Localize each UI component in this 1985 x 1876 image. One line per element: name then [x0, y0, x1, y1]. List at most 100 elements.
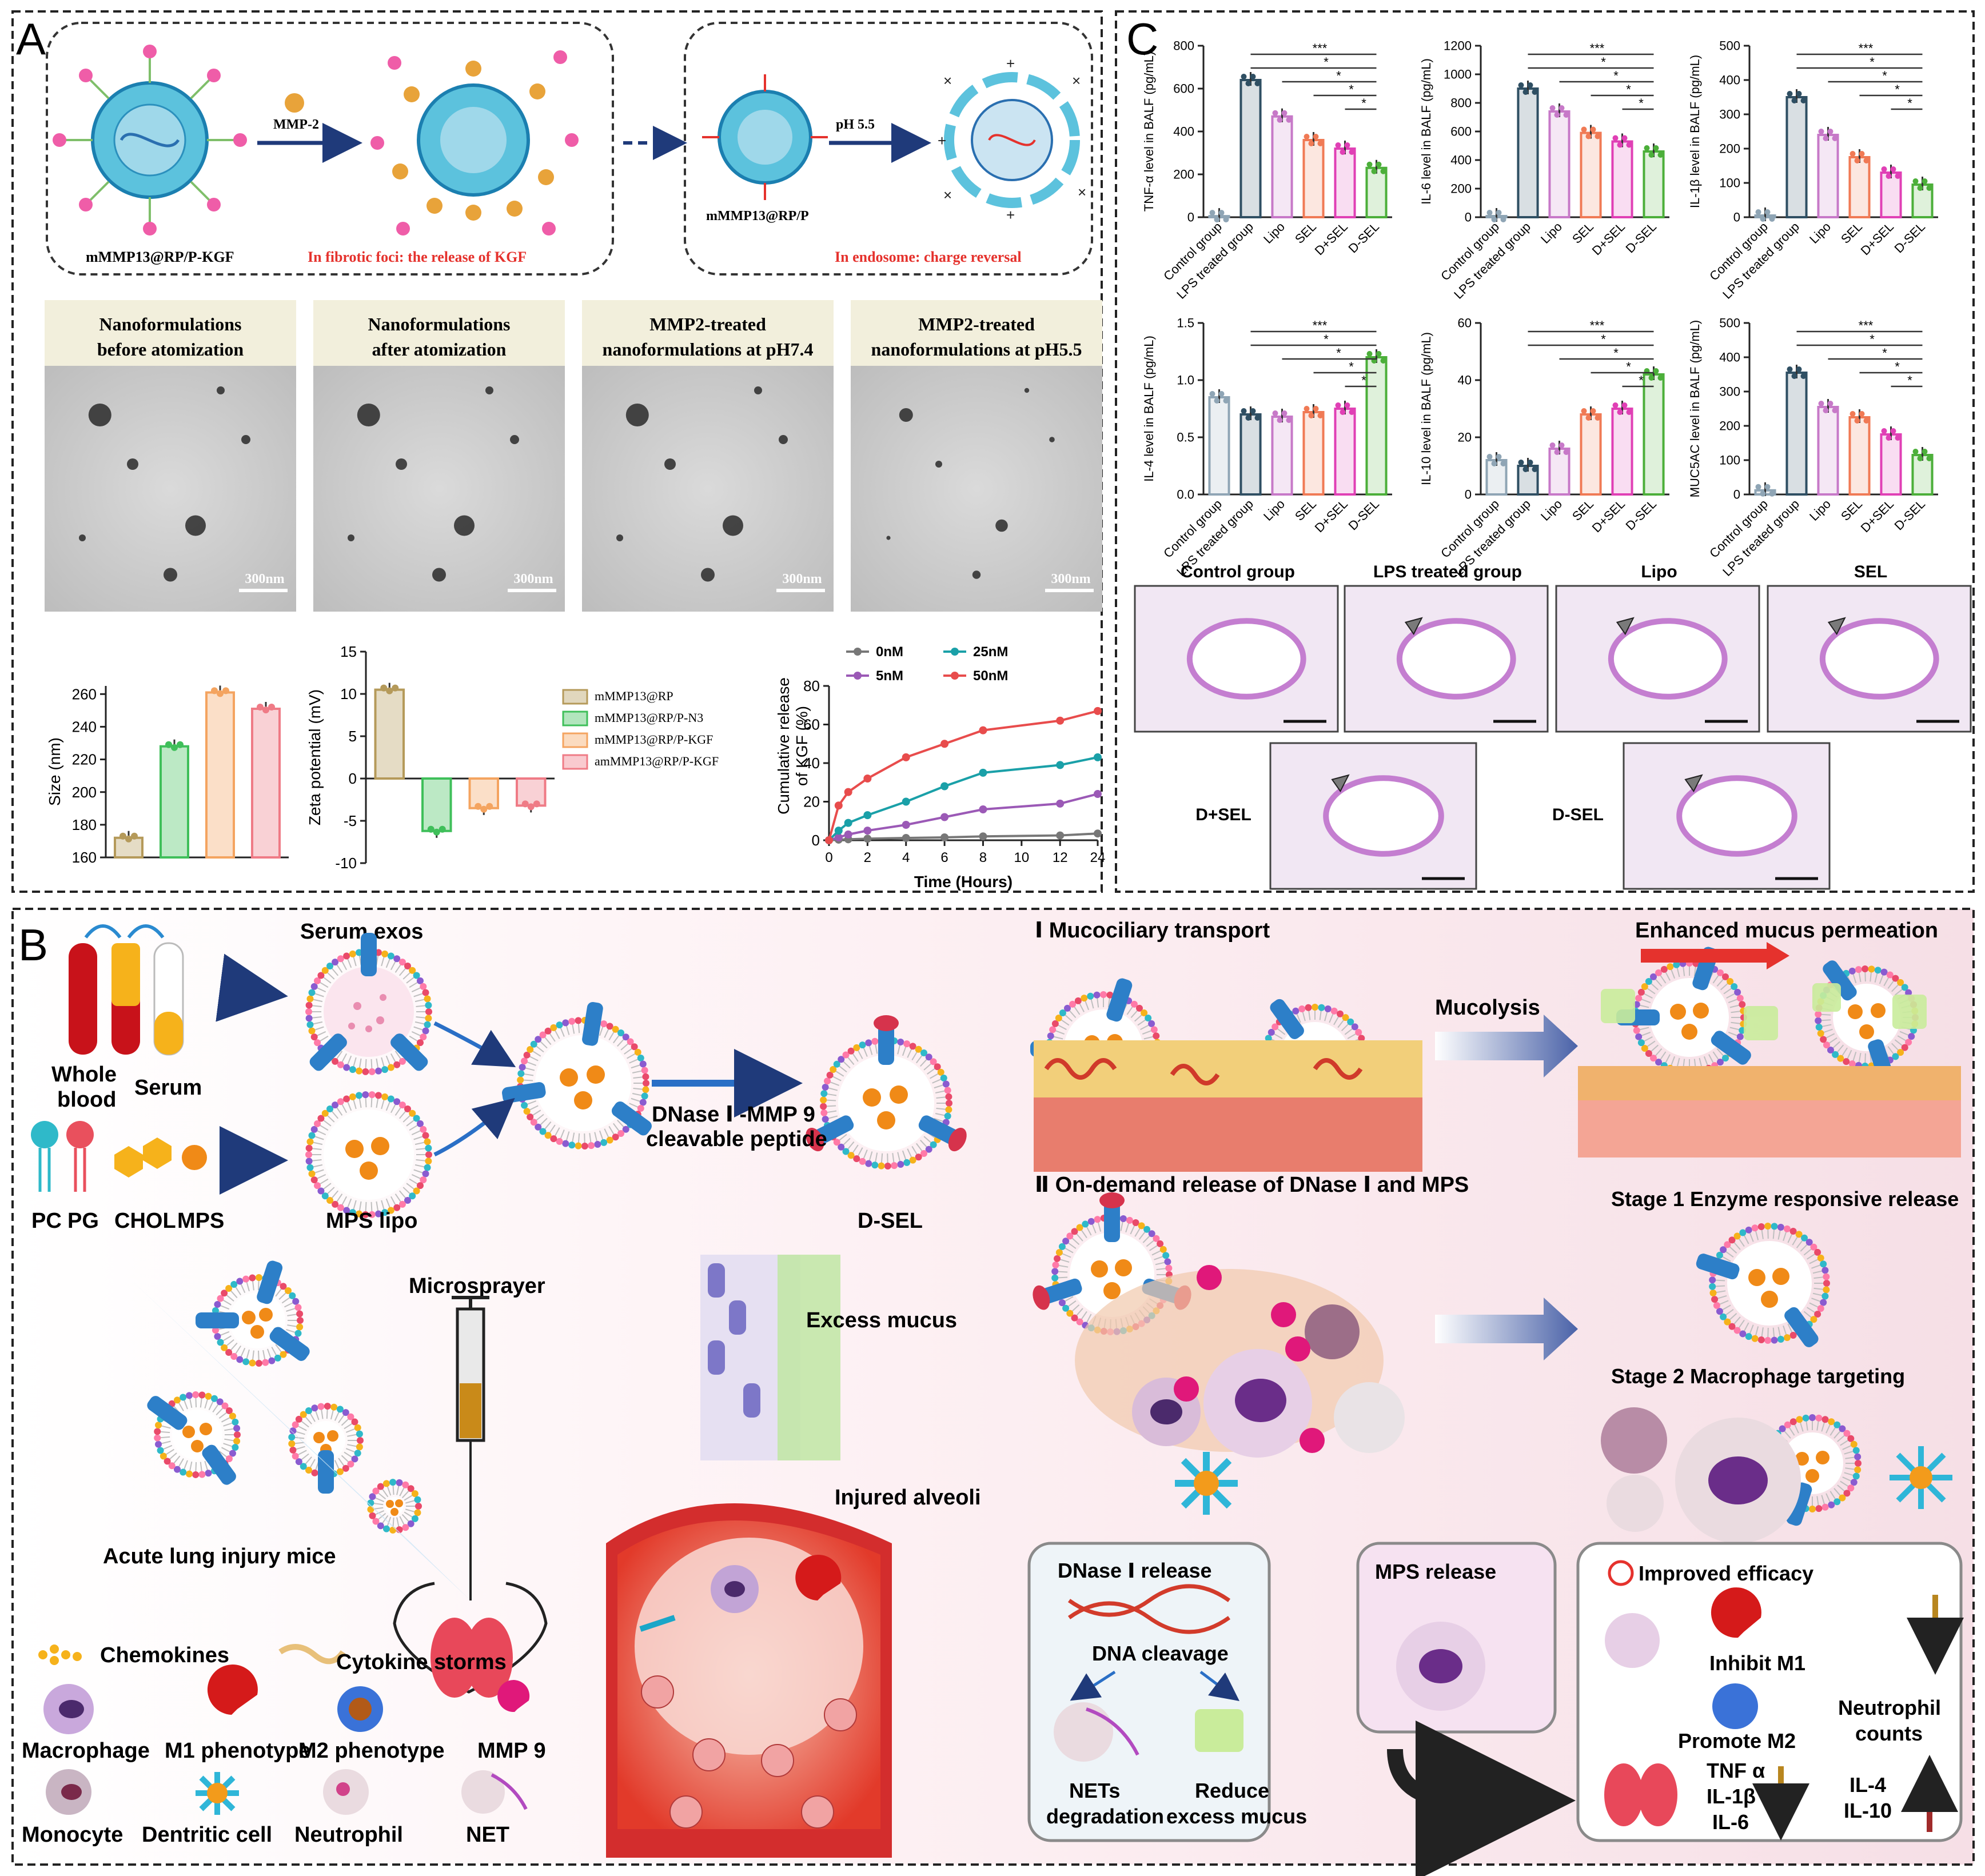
- lipid-tail: [1852, 973, 1857, 984]
- lipid-tail: [1724, 1309, 1734, 1316]
- lipid-tail: [347, 1444, 358, 1447]
- lipid-tail: [312, 1141, 323, 1145]
- lipid-tail: [347, 1434, 358, 1437]
- tem-particle: [164, 568, 177, 582]
- y-tick-label: 60: [803, 716, 820, 733]
- lipid-head: [305, 1407, 312, 1415]
- data-point: [1380, 358, 1386, 364]
- y-tick-label: 400: [1719, 73, 1740, 87]
- lipid-head: [249, 1274, 256, 1282]
- ondemand-label: Ⅱ On-demand release of DNase Ⅰ and MPS: [1035, 1173, 1469, 1197]
- lipid-head: [289, 1292, 296, 1299]
- lipid-tail: [287, 1324, 298, 1327]
- series-point: [940, 833, 949, 841]
- lipid-tail: [548, 1032, 556, 1042]
- lipid-tail: [390, 1196, 397, 1206]
- x-tick-label: D+SEL: [1312, 219, 1350, 258]
- histology-label: D+SEL: [1195, 805, 1251, 824]
- lipid-head: [310, 1033, 318, 1041]
- lipid-head: [211, 1395, 218, 1402]
- lipid-head: [1153, 1235, 1160, 1242]
- y-tick-label: 0: [812, 832, 820, 849]
- lipid-tail: [1063, 1247, 1074, 1254]
- lipid-head: [1833, 1421, 1841, 1428]
- tem-particle: [241, 435, 250, 444]
- lipid-tail: [409, 1035, 419, 1042]
- lipid-tail: [1833, 1430, 1841, 1439]
- legend-monocyte: Monocyte: [22, 1823, 123, 1847]
- lipid-head: [1645, 978, 1652, 985]
- mice-label: Acute lung injury mice: [103, 1544, 336, 1568]
- cargo: [1748, 1269, 1765, 1286]
- arrow-merge-top: [433, 1021, 516, 1067]
- cargo: [1859, 1024, 1874, 1039]
- tem-particle: [88, 404, 111, 426]
- cargo: [1848, 1004, 1863, 1019]
- lipid-tail: [1643, 992, 1653, 999]
- data-point: [1617, 409, 1623, 415]
- lipid-head: [1637, 988, 1645, 996]
- lipid-head: [280, 1283, 287, 1290]
- lipid-tail: [911, 1145, 918, 1156]
- lipid-head: [292, 1452, 299, 1460]
- lipid-tail: [262, 1350, 266, 1360]
- lipid-tail: [1078, 1002, 1085, 1012]
- lipid-head: [1796, 1416, 1803, 1423]
- data-point: [257, 704, 264, 711]
- series-point: [1056, 716, 1065, 725]
- bar: [1848, 156, 1871, 218]
- lipid-head: [420, 1033, 427, 1041]
- lipid-head: [1833, 1498, 1841, 1506]
- lipid-head: [255, 1359, 262, 1367]
- membrane-protein: [1106, 978, 1133, 1022]
- lipid-tail: [1844, 1472, 1855, 1476]
- lipid-head: [1728, 1236, 1736, 1244]
- legend-swatch: [562, 732, 588, 748]
- lipid-head: [343, 1064, 350, 1071]
- significance-mark: *: [1324, 55, 1329, 69]
- data-point: [1340, 149, 1346, 155]
- lipid-head: [337, 1204, 344, 1211]
- lipid-tail: [173, 1455, 181, 1464]
- dna-cleavage-label: DNA cleavage: [1092, 1642, 1229, 1665]
- data-point: [521, 800, 529, 808]
- y-tick-label: 1.5: [1177, 316, 1194, 330]
- significance-mark: *: [1907, 96, 1912, 110]
- lipid-tail: [222, 1299, 232, 1306]
- lipid-tail: [875, 1152, 878, 1163]
- lipid-tail: [311, 1159, 322, 1161]
- airway-lumen: [1676, 775, 1797, 857]
- lipid-head: [1312, 1004, 1318, 1011]
- tem-scale-label: 300nm: [1051, 572, 1090, 586]
- lipid-tail: [1643, 1036, 1653, 1043]
- peptide-cap: [874, 1015, 899, 1031]
- lipid-tail: [1154, 1255, 1164, 1260]
- lipid-tail: [532, 1050, 541, 1057]
- lipid-head: [550, 1135, 557, 1143]
- tem-particle: [1049, 437, 1055, 442]
- lipid-head: [305, 1157, 313, 1165]
- lipid-tail: [1731, 1011, 1741, 1013]
- lipid-head: [1815, 1505, 1823, 1512]
- x-tick-label: D+SEL: [1312, 497, 1350, 535]
- lipid-tail: [1823, 1028, 1833, 1033]
- lipid-head: [1094, 1216, 1101, 1223]
- lipid-tail: [1864, 971, 1866, 982]
- lipid-tail: [1650, 1044, 1659, 1053]
- lipid-tail: [624, 1047, 633, 1055]
- data-point: [222, 687, 229, 694]
- lipid-tail: [1723, 987, 1733, 995]
- lipid-head: [878, 1162, 885, 1169]
- tem-particle: [701, 568, 715, 582]
- lipid-head: [1817, 1305, 1824, 1312]
- lipid-head: [372, 1518, 380, 1525]
- lipid-tail: [219, 1304, 230, 1310]
- lipid-tail: [1080, 1311, 1087, 1320]
- lipid-tail: [934, 1117, 944, 1123]
- lipid-head: [306, 1138, 314, 1145]
- legend-marker: [854, 672, 862, 680]
- lipid-head: [1901, 984, 1908, 991]
- lipid-tail: [1670, 1056, 1676, 1067]
- peptide-cap: [806, 1127, 824, 1152]
- lipid-head: [297, 1317, 304, 1324]
